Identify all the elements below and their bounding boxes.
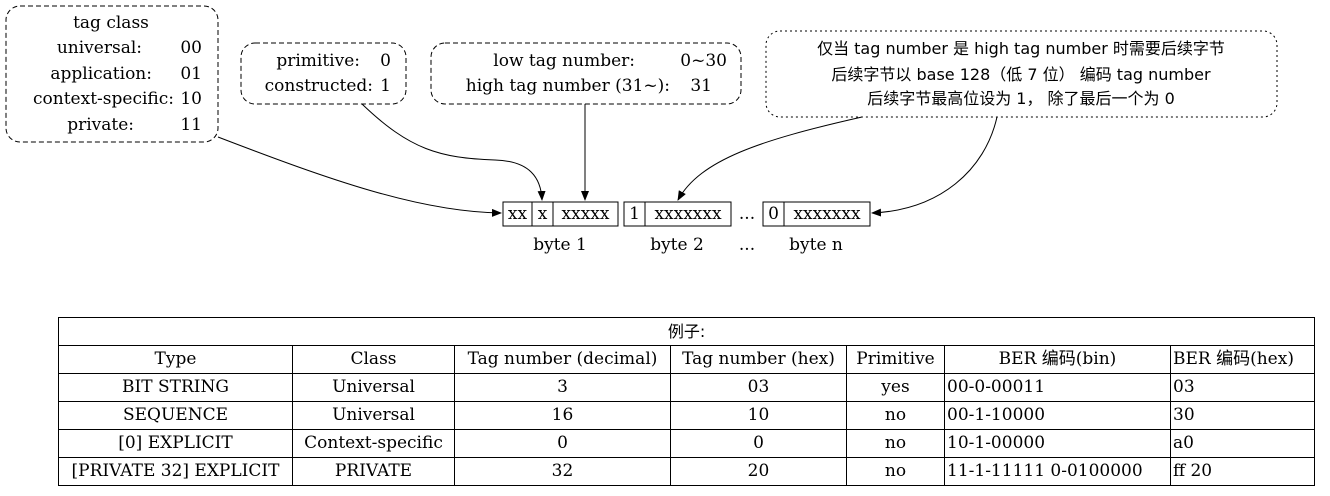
byte1-tag-bits: xxxxx (562, 204, 610, 224)
low-tag-number-name: low tag number: (493, 51, 635, 71)
cell-type: [0] EXPLICIT (58, 429, 293, 458)
cell-ber-bin: 00-0-00011 (944, 373, 1171, 402)
pc-constructed-name: constructed: (265, 76, 373, 96)
cell-primitive: no (846, 429, 945, 458)
byte1-pc-bit: x (538, 204, 548, 224)
cell-primitive: yes (846, 373, 945, 402)
cell-tag-hex: 0 (670, 429, 847, 458)
byten-value-bits: xxxxxxx (793, 204, 861, 224)
tag-class-private-name: private: (67, 115, 134, 135)
tag-class-application-name: application: (50, 64, 152, 84)
tag-class-box: tag class universal: 00 application: 01 … (5, 5, 219, 143)
subsequent-bytes-box: 仅当 tag number 是 high tag number 时需要后续字节 … (765, 30, 1278, 118)
subsequent-line-3: 后续字节最高位设为 1， 除了最后一个为 0 (867, 89, 1175, 108)
header-tag-decimal: Tag number (decimal) (454, 345, 671, 374)
tag-class-title: tag class (73, 13, 149, 33)
tag-class-application-code: 01 (180, 64, 202, 84)
example-caption-row: 例子: (57, 317, 1316, 346)
table-header-row: Type Class Tag number (decimal) Tag numb… (58, 345, 1316, 374)
cell-class: Universal (292, 401, 455, 430)
byte2-label: byte 2 (650, 235, 704, 255)
tag-class-private-code: 11 (180, 115, 202, 135)
cell-ber-hex: 03 (1169, 373, 1316, 402)
cell-ber-bin: 10-1-00000 (944, 429, 1171, 458)
table-row: [0] EXPLICIT Context-specific 0 0 no 10-… (58, 429, 1316, 458)
cell-class: PRIVATE (292, 457, 455, 486)
low-tag-number-code: 0~30 (680, 51, 727, 71)
subsequent-line-2: 后续字节以 base 128（低 7 位） 编码 tag number (831, 65, 1211, 84)
example-table: 例子: Type Class Tag number (decimal) Tag … (57, 317, 1316, 486)
labels-ellipsis: ... (739, 235, 755, 255)
tag-class-context-name: context-specific: (33, 89, 174, 109)
pc-constructed-code: 1 (380, 76, 391, 96)
cell-primitive: no (846, 401, 945, 430)
cell-tag-decimal: 3 (454, 373, 671, 402)
byte-1: xx x xxxxx byte 1 (502, 201, 619, 255)
tag-class-context-code: 10 (180, 89, 202, 109)
byte1-class-bits: xx (508, 204, 528, 224)
cell-ber-hex: a0 (1169, 429, 1316, 458)
pc-box: primitive: 0 constructed: 1 (240, 42, 407, 105)
cell-type: BIT STRING (58, 373, 293, 402)
tag-class-universal-name: universal: (57, 38, 142, 58)
byten-flag-bit: 0 (768, 204, 779, 224)
byte-n: 0 xxxxxxx byte n (762, 201, 871, 255)
cell-tag-decimal: 32 (454, 457, 671, 486)
header-tag-hex: Tag number (hex) (670, 345, 847, 374)
cell-class: Universal (292, 373, 455, 402)
cell-tag-hex: 20 (670, 457, 847, 486)
byte2-value-bits: xxxxxxx (654, 204, 722, 224)
arrow-note-to-byten (871, 116, 998, 217)
high-tag-number-code: 31 (690, 76, 712, 96)
cell-class: Context-specific (292, 429, 455, 458)
subsequent-line-1: 仅当 tag number 是 high tag number 时需要后续字节 (817, 39, 1225, 58)
header-ber-hex: BER 编码(hex) (1169, 345, 1316, 374)
cell-tag-decimal: 0 (454, 429, 671, 458)
cell-ber-bin: 11-1-11111 0-0100000 (944, 457, 1171, 486)
cell-ber-bin: 00-1-10000 (944, 401, 1171, 430)
cell-tag-decimal: 16 (454, 401, 671, 430)
table-row: BIT STRING Universal 3 03 yes 00-0-00011… (58, 373, 1316, 402)
table-row: SEQUENCE Universal 16 10 no 00-1-10000 3… (58, 401, 1316, 430)
byten-label: byte n (789, 235, 843, 255)
cell-tag-hex: 03 (670, 373, 847, 402)
pc-primitive-name: primitive: (276, 51, 360, 71)
tag-encoding-diagram: tag class universal: 00 application: 0 1 … (5, 5, 1278, 255)
byte1-label: byte 1 (533, 235, 587, 255)
arrow-pc-to-byte1 (361, 103, 546, 201)
cell-ber-hex: 30 (1169, 401, 1316, 430)
cell-ber-hex: ff 20 (1169, 457, 1316, 486)
arrow-note-to-byte2 (677, 116, 863, 201)
header-class: Class (292, 345, 455, 374)
example-caption: 例子: (57, 317, 1316, 346)
high-tag-number-name: high tag number (31~): (466, 76, 670, 96)
table-row: [PRIVATE 32] EXPLICIT PRIVATE 32 20 no 1… (58, 457, 1316, 486)
cell-primitive: no (846, 457, 945, 486)
header-primitive: Primitive (846, 345, 945, 374)
header-type: Type (58, 345, 293, 374)
cell-type: [PRIVATE 32] EXPLICIT (58, 457, 293, 486)
byte2-flag-bit: 1 (629, 204, 640, 224)
pc-primitive-code: 0 (380, 51, 391, 71)
cell-tag-hex: 10 (670, 401, 847, 430)
byte-2: 1 xxxxxxx byte 2 (623, 201, 732, 255)
bytes-ellipsis: ... (739, 204, 755, 224)
tag-class-universal-code: 00 (180, 38, 202, 58)
tag-number-box: low tag number: 0~30 high tag number (31… (430, 42, 742, 105)
cell-type: SEQUENCE (58, 401, 293, 430)
header-ber-bin: BER 编码(bin) (944, 345, 1171, 374)
arrow-tag-class-to-byte1 (217, 136, 502, 217)
